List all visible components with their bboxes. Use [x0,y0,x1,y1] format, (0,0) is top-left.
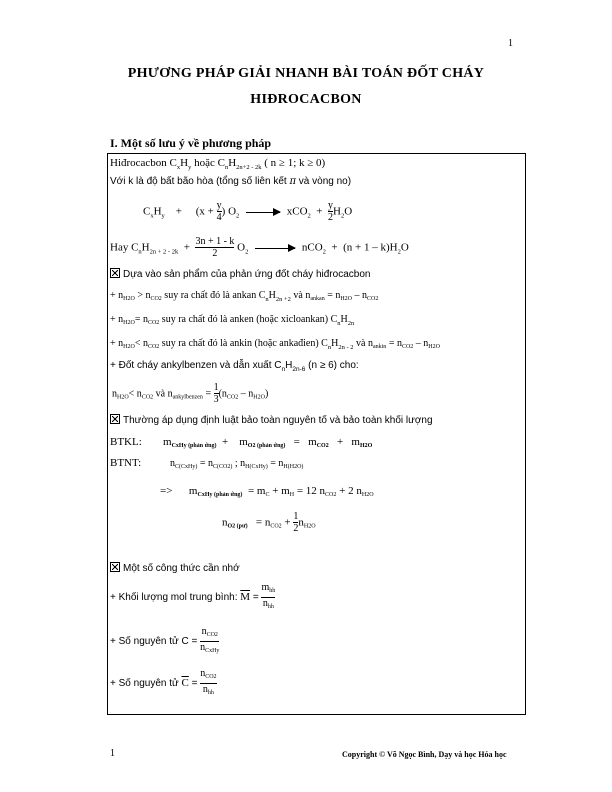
checkbox-heading-formulas: Một số công thức cần nhớ [110,562,240,574]
notes-box [107,153,526,715]
checked-box-icon [110,268,120,278]
btnt-equation: nC(CxHy) = nC(CO2) ; nH(CxHy) = nH(H2O) [170,458,304,470]
rule-ankan: + nH2O > nCO2 suy ra chất đó là ankan Cn… [110,290,379,303]
reaction-arrow [246,207,282,216]
rule-anken: + nH2O= nCO2 suy ra chất đó là anken (ho… [110,314,355,327]
btnt-label: BTNT: [110,457,142,469]
checkbox-heading-conservation: Thường áp dụng định luật bảo toàn nguyên… [110,414,433,426]
reaction-arrow [255,243,297,252]
footer-copyright: Copyright © Võ Ngọc Bình, Dạy và học Hóa… [342,750,507,759]
page-title-line-2: HIĐROCACBON [250,92,362,107]
footer-page-number: 1 [110,748,115,759]
mass-implication: => mCxHy (phản ứng) = mC + mH = 12 nCO2 … [160,485,374,498]
page-title-line-1: PHƯƠNG PHÁP GIẢI NHANH BÀI TOÁN ĐỐT CHÁY [127,66,485,81]
rule-ankylbenzen: + Đốt cháy ankylbenzen và dẫn xuất CnH2n… [110,360,359,373]
checked-box-icon [110,562,120,572]
header-page-number: 1 [508,38,513,49]
checkbox-heading-products: Dựa vào sản phẩm của phản ứng đốt cháy h… [110,268,370,280]
checked-box-icon [110,414,120,424]
rule-ankin: + nH2O< nCO2 suy ra chất đó là ankin (ho… [110,338,440,351]
formula-general: Hiđrocacbon CxHy hoặc CnH2n+2 - 2k ( n ≥… [110,157,326,171]
btkl-label: BTKL: [110,436,142,448]
btkl-equation: mCxHy (phản ứng) + mO2 (phản ứng) = mCO2… [163,436,373,449]
section-heading: I. Một số lưu ý về phương pháp [110,136,272,150]
unsaturation-note: Với k là độ bất bão hòa (tổng số liên kế… [110,176,352,187]
